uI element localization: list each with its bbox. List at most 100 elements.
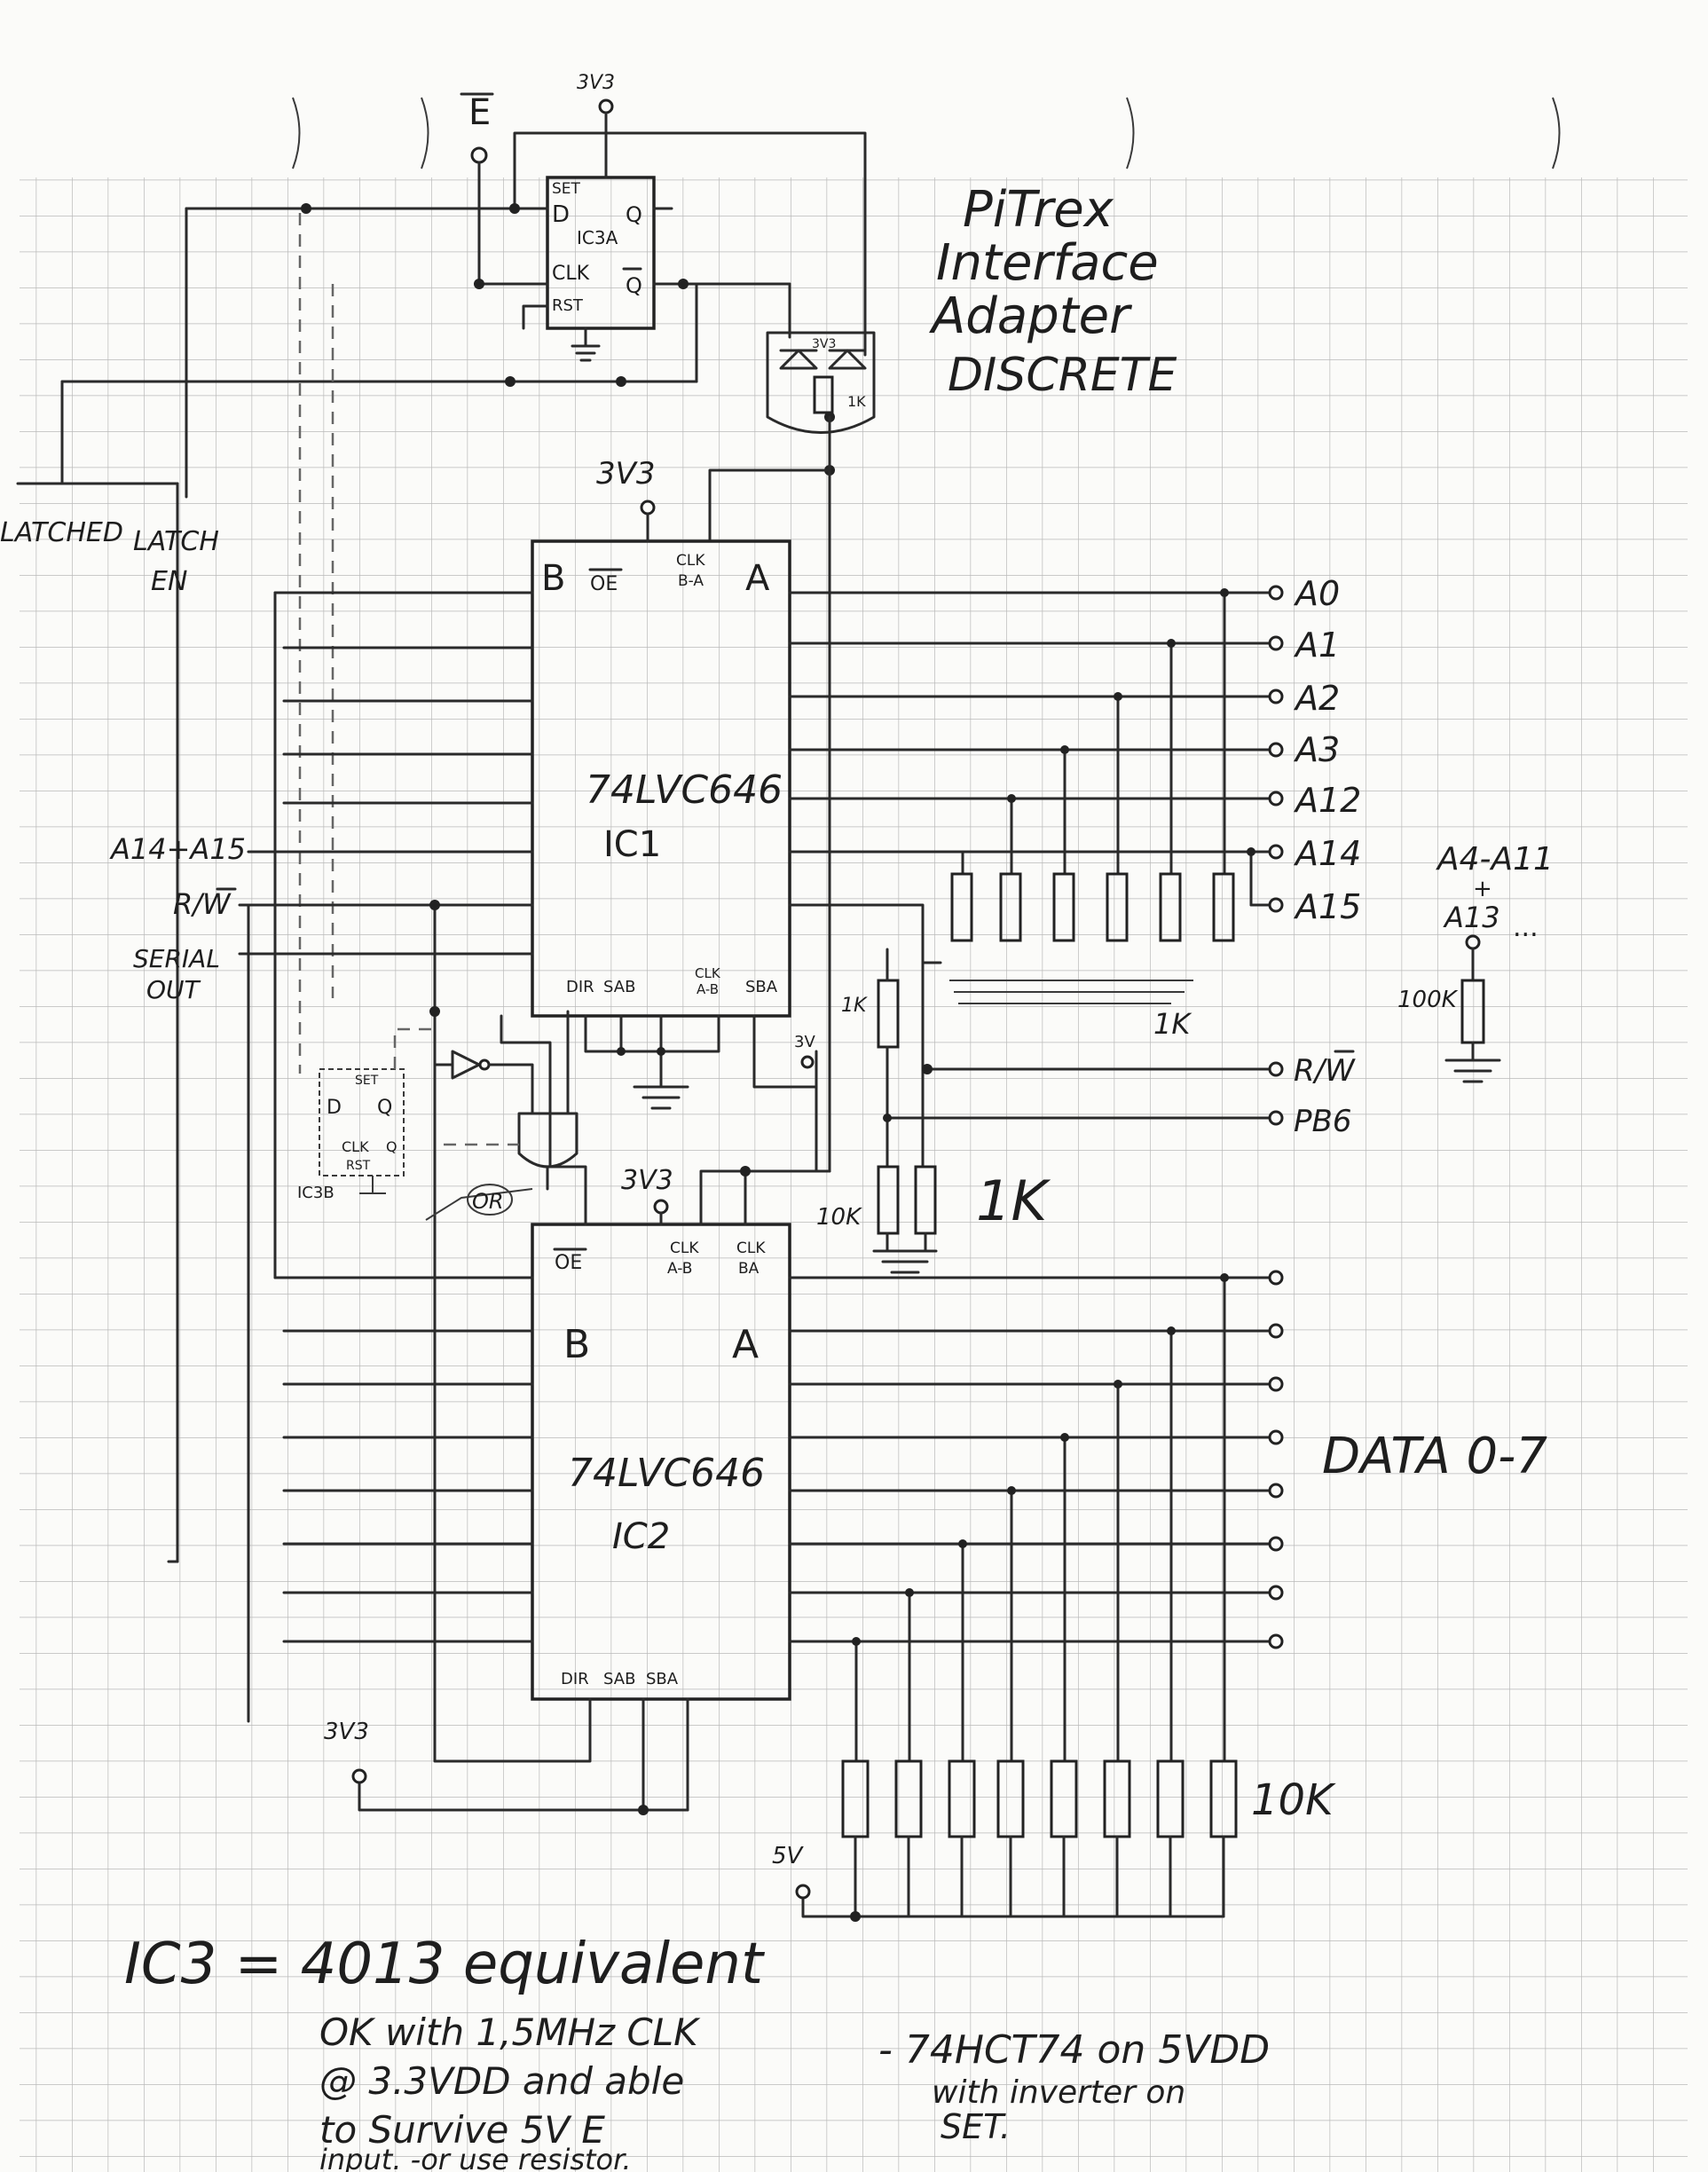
output-a15: A15 [1293, 887, 1361, 926]
svg-text:3V3: 3V3 [812, 337, 836, 351]
svg-text:CLK: CLK [676, 552, 705, 570]
output-a12: A12 [1293, 781, 1361, 820]
ic3b-flip-flop: SET D Q CLK Q RST IC3B [297, 1027, 435, 1202]
svg-text:DIR: DIR [561, 1670, 589, 1688]
svg-text:OE: OE [555, 1252, 582, 1274]
svg-text:Q: Q [626, 202, 642, 227]
svg-text:A14+A15: A14+A15 [109, 832, 246, 866]
ic1-74lvc646: B OE CLK B-A A 74LVC646 IC1 DIR SAB CLK … [531, 456, 791, 1018]
ic2-part-number: 74LVC646 [568, 1451, 765, 1496]
title-line-3: Adapter [929, 287, 1132, 345]
svg-text:3V3: 3V3 [596, 456, 656, 492]
svg-text:to Survive 5V E: to Survive 5V E [319, 2108, 605, 2152]
graph-paper-grid [20, 177, 1688, 2172]
svg-text:R/W: R/W [173, 887, 232, 921]
svg-text:CLK: CLK [670, 1239, 699, 1257]
svg-text:SET: SET [355, 1074, 379, 1088]
svg-text:CLK: CLK [695, 965, 721, 981]
binder-holes [292, 97, 1561, 169]
svg-text:OR: OR [472, 1189, 504, 1214]
output-rw: R/W [1294, 1053, 1356, 1089]
svg-text:1K: 1K [976, 1169, 1051, 1233]
svg-text:1K: 1K [847, 393, 866, 410]
data-pullup-bank: 10K 5V [772, 1273, 1336, 1922]
svg-text:- 74HCT74 on 5VDD: - 74HCT74 on 5VDD [878, 2027, 1270, 2073]
svg-text:IC3B: IC3B [297, 1184, 335, 1202]
svg-text:EN: EN [151, 566, 187, 597]
left-signal-labels: LATCHED LATCH EN A14+A15 R/W SERIAL OUT [0, 517, 246, 1004]
output-a3: A3 [1293, 730, 1340, 769]
svg-text:A13: A13 [1443, 901, 1500, 934]
svg-text:A-B: A-B [697, 981, 719, 997]
address-bank-resistor-label: 1K [1153, 1007, 1192, 1041]
svg-text:A: A [732, 1322, 759, 1367]
output-pb6: PB6 [1294, 1104, 1351, 1139]
svg-text:1K: 1K [841, 995, 868, 1017]
svg-text:Q: Q [377, 1097, 392, 1119]
svg-text:OE: OE [590, 573, 618, 595]
ic1-part-number: 74LVC646 [586, 767, 783, 813]
svg-text:10K: 10K [816, 1204, 862, 1231]
ic2-label: IC2 [612, 1516, 670, 1557]
svg-text:A-B: A-B [667, 1260, 692, 1278]
output-a1: A1 [1293, 626, 1340, 665]
design-notes: IC3 = 4013 equivalent OK with 1,5MHz CLK… [124, 1932, 1270, 2172]
svg-text:CLK: CLK [342, 1138, 369, 1155]
svg-text:OK with 1,5MHz CLK: OK with 1,5MHz CLK [319, 2011, 701, 2054]
svg-text:SBA: SBA [745, 978, 778, 996]
diode-or-pack: 3V3 1K [708, 331, 876, 1173]
data-bus-label: DATA 0-7 [1322, 1428, 1547, 1485]
address-note: A4-A11 + A13 ... 100K [1397, 841, 1554, 1083]
svg-text:DIR: DIR [566, 978, 594, 996]
svg-text:3V3: 3V3 [621, 1165, 673, 1196]
rw-resistor-network: 1K 10K 1K R/W PB6 [816, 948, 1356, 1274]
data-outputs: DATA 0-7 [1268, 1270, 1547, 1649]
address-pulldown-bank: 1K [949, 588, 1255, 1041]
svg-text:3V3: 3V3 [324, 1719, 369, 1745]
svg-text:...: ... [1513, 912, 1539, 943]
title-line-2: Interface [936, 234, 1159, 292]
address-outputs: A0 A1 A2 A3 A12 A14 A15 [1268, 574, 1361, 926]
svg-text:SET.: SET. [941, 2107, 1011, 2146]
ic2-a-bus [788, 1276, 1271, 1643]
output-a14: A14 [1293, 834, 1361, 873]
svg-text:SERIAL: SERIAL [133, 944, 220, 973]
svg-text:RST: RST [346, 1159, 371, 1173]
svg-text:CLK: CLK [736, 1239, 766, 1257]
svg-text:LATCHED: LATCHED [0, 517, 123, 548]
svg-text:B-A: B-A [678, 572, 704, 590]
ic2-b-bus [273, 1276, 534, 1643]
svg-text:B: B [563, 1322, 590, 1367]
svg-text:D: D [552, 201, 570, 228]
ic2-74lvc646: OE CLK A-B CLK BA B A 74LVC646 IC2 DIR S… [531, 1165, 831, 1701]
svg-text:IC3A: IC3A [577, 227, 618, 248]
svg-text:Q: Q [626, 273, 642, 298]
title-line-1: PiTrex [963, 181, 1114, 239]
svg-text:A: A [745, 558, 770, 599]
ic3a-wiring [60, 111, 867, 1563]
e-bar-input: E [468, 92, 491, 133]
svg-text:B: B [541, 558, 565, 599]
serial-dashed-lines [298, 213, 335, 1074]
svg-text:@ 3.3VDD and able: @ 3.3VDD and able [319, 2059, 684, 2103]
svg-text:with inverter on: with inverter on [932, 2074, 1185, 2111]
left-rails [247, 591, 277, 1723]
svg-text:BA: BA [738, 1260, 760, 1278]
svg-text:3V: 3V [794, 1033, 815, 1051]
svg-text:SAB: SAB [603, 1670, 635, 1688]
svg-text:A4-A11: A4-A11 [1436, 841, 1554, 877]
svg-text:CLK: CLK [552, 263, 590, 285]
svg-text:5V: 5V [772, 1843, 805, 1869]
svg-text:OUT: OUT [146, 975, 201, 1004]
svg-text:Q: Q [386, 1138, 397, 1155]
ic3a-junctions [301, 203, 835, 476]
title-block: PiTrex Interface Adapter DISCRETE [929, 181, 1177, 402]
svg-text:input. -or use resistor.: input. -or use resistor. [319, 2143, 632, 2172]
ic1-bottom-wiring [500, 1014, 818, 1173]
title-line-4: DISCRETE [948, 349, 1177, 402]
svg-text:+: + [1473, 876, 1492, 902]
output-a0: A0 [1293, 574, 1340, 613]
ic2-bottom-wiring [167, 1560, 689, 1812]
svg-text:100K: 100K [1397, 987, 1459, 1013]
